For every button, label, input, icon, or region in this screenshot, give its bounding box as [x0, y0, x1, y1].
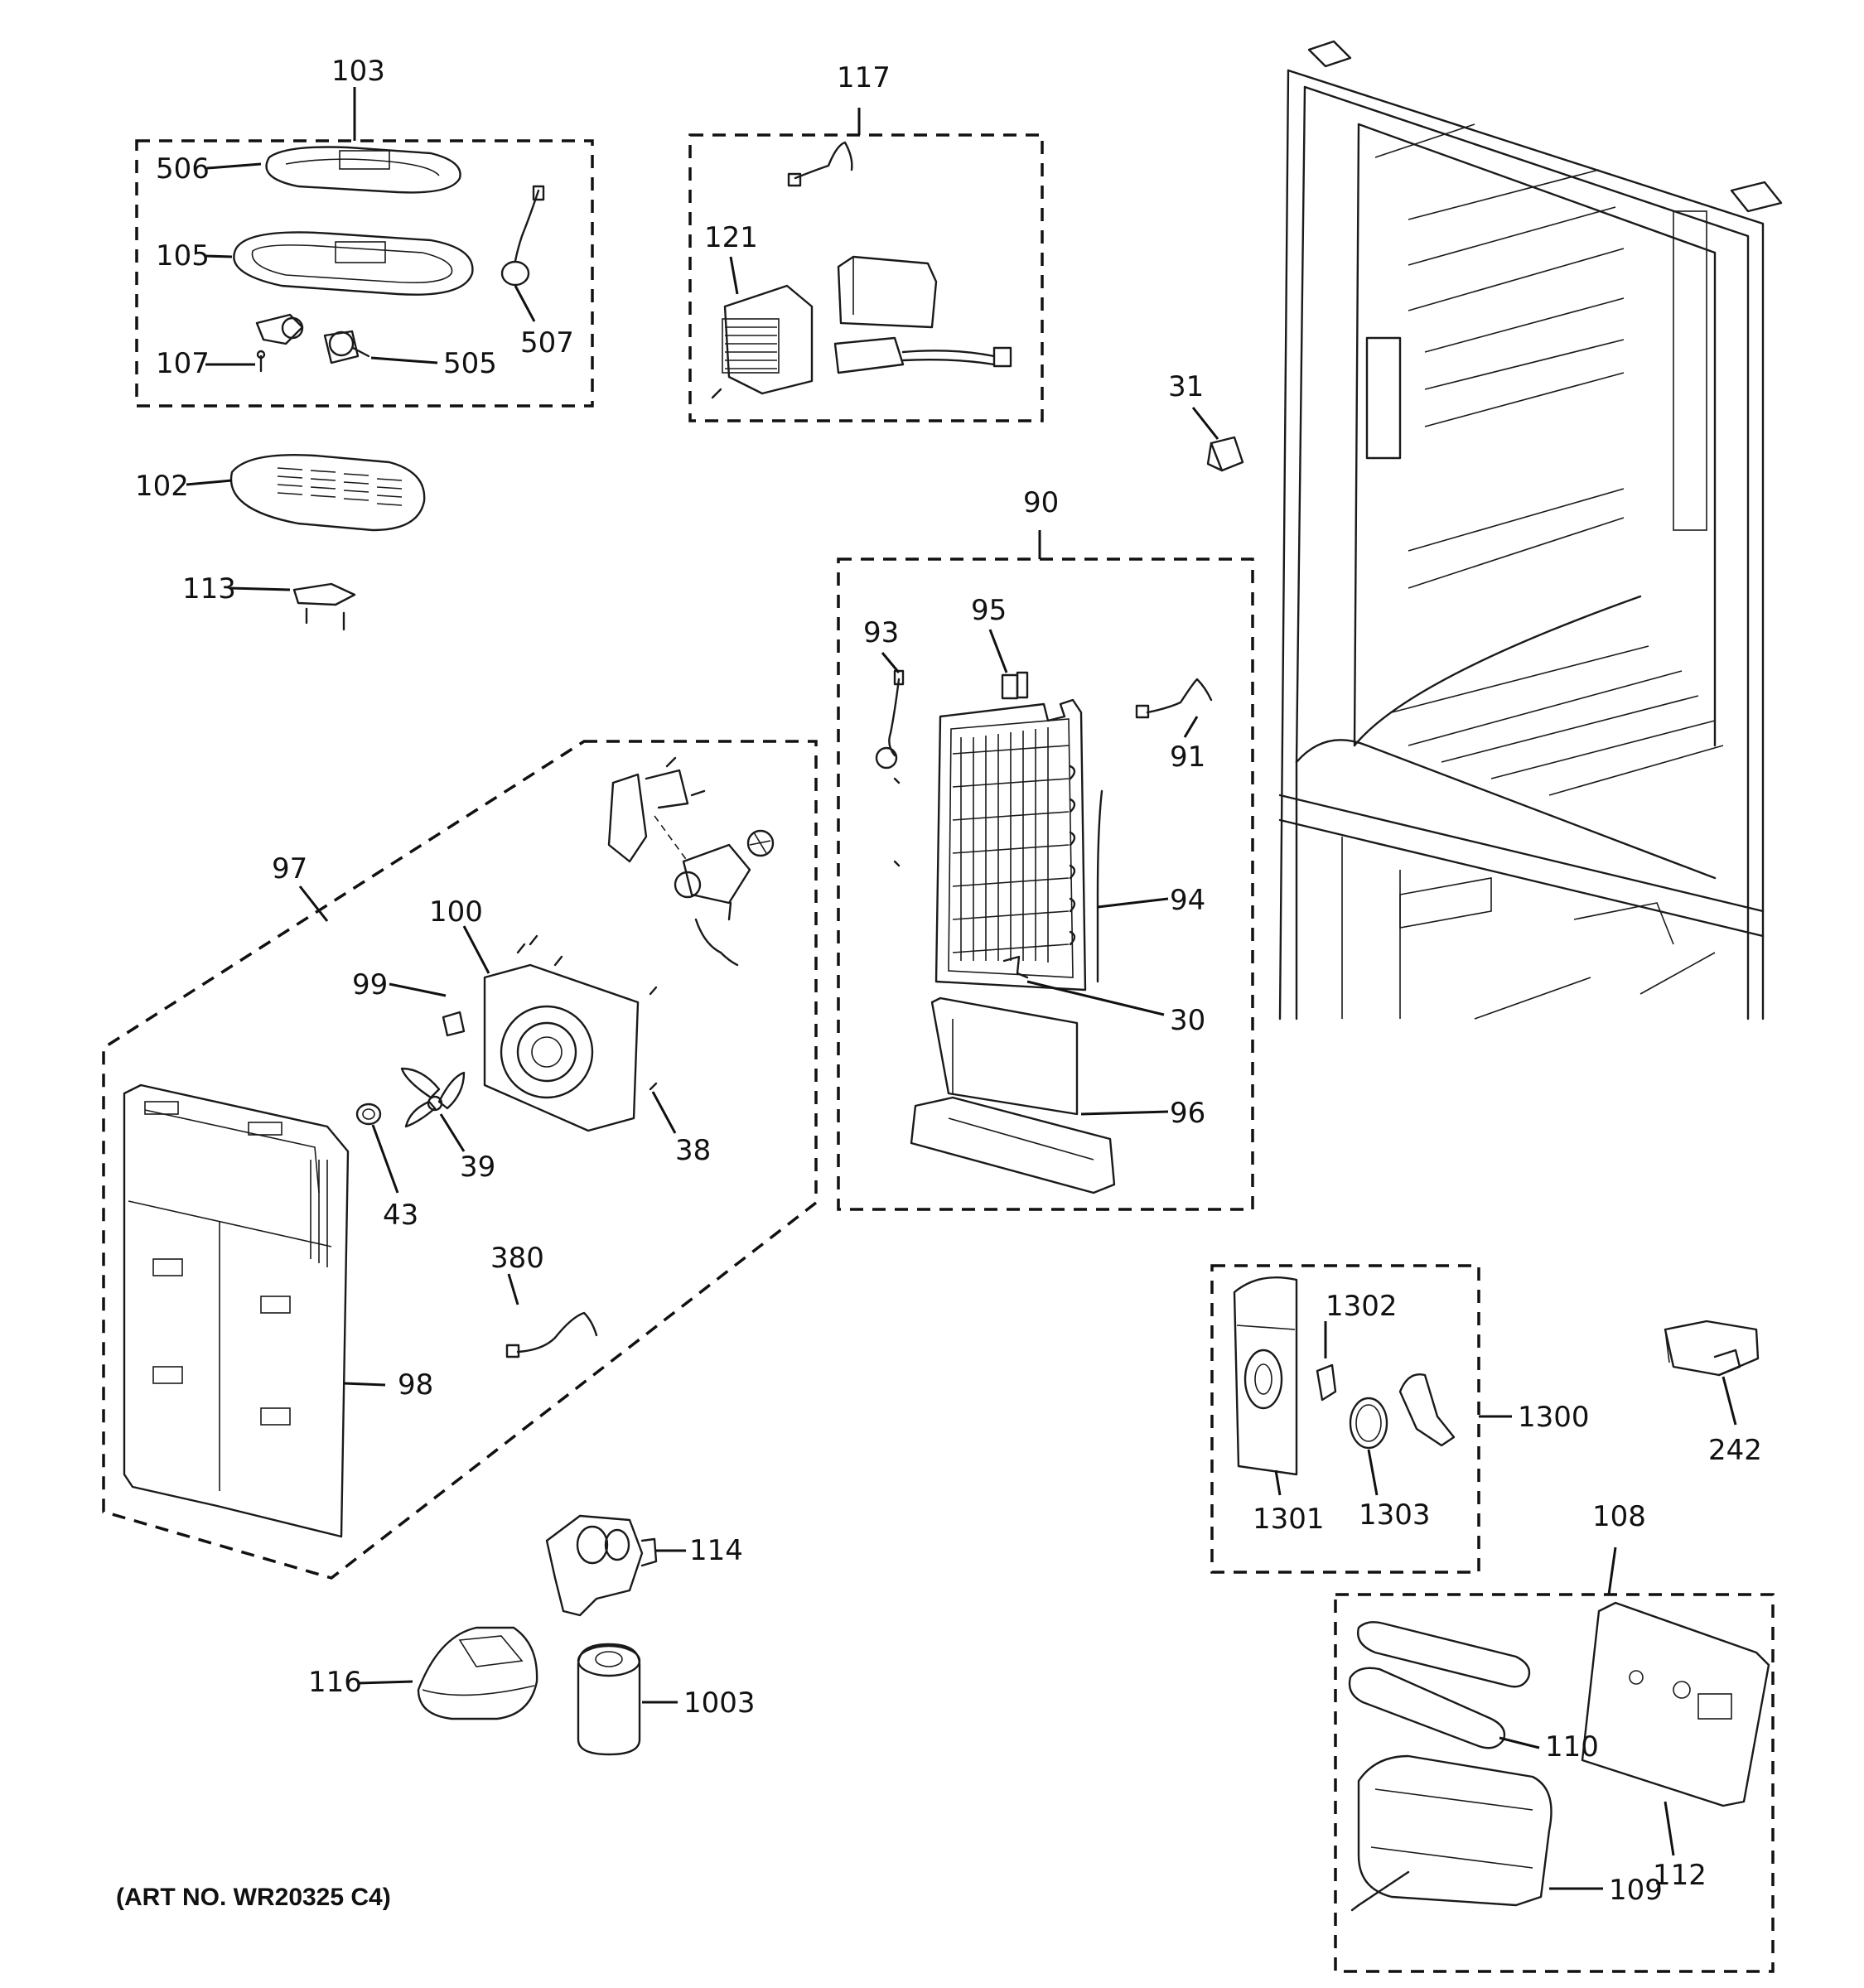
part-43-nut — [355, 1103, 382, 1126]
part-114-filter-head — [545, 1514, 658, 1617]
part-100-shroud — [483, 934, 658, 1132]
part-1303-ring — [1349, 1397, 1388, 1450]
part-116-bypass-cap — [417, 1626, 538, 1720]
part-112-cover — [1581, 1601, 1770, 1807]
part-99-clip — [442, 1011, 466, 1037]
part-107-knob — [255, 313, 304, 345]
part-380-harness — [505, 1311, 598, 1358]
callout-1301: 1301 — [1253, 1503, 1325, 1536]
part-121-light-housing — [711, 284, 814, 399]
callout-110: 110 — [1545, 1730, 1599, 1764]
part-507-sensor — [500, 185, 545, 287]
callout-38: 38 — [675, 1134, 711, 1167]
art-number-caption: (ART NO. WR20325 C4) — [116, 1884, 391, 1911]
callout-102: 102 — [135, 470, 189, 503]
part-30-bracket — [1002, 955, 1029, 979]
callout-108: 108 — [1592, 1500, 1646, 1533]
part-105-frame — [233, 231, 474, 296]
callout-103: 103 — [331, 55, 385, 88]
callout-93: 93 — [863, 616, 899, 649]
callout-117: 117 — [837, 61, 891, 94]
callout-1302: 1302 — [1326, 1290, 1398, 1323]
callout-507: 507 — [520, 326, 574, 359]
callout-39: 39 — [460, 1151, 495, 1184]
callout-90: 90 — [1023, 486, 1059, 519]
callout-506: 506 — [156, 152, 210, 186]
part-113-bracket — [292, 582, 356, 631]
part-109-housing — [1350, 1754, 1553, 1912]
callout-96: 96 — [1170, 1097, 1205, 1130]
part-1301-panel — [1233, 1276, 1298, 1476]
callout-99: 99 — [352, 968, 388, 1001]
group-box-108 — [1334, 1593, 1775, 1973]
group-box-1300 — [1210, 1264, 1480, 1574]
callout-114: 114 — [689, 1534, 743, 1567]
part-107-screw — [256, 350, 266, 373]
part-91-harness — [1135, 678, 1213, 719]
callout-116: 116 — [308, 1666, 362, 1699]
callout-100: 100 — [429, 895, 483, 929]
part-117-cover — [837, 255, 938, 329]
callout-105: 105 — [156, 239, 210, 273]
callout-1003: 1003 — [683, 1686, 756, 1720]
callout-242: 242 — [1708, 1434, 1762, 1467]
part-242-switch — [1664, 1320, 1760, 1377]
callout-43: 43 — [383, 1199, 418, 1232]
part-93-sensor — [875, 669, 905, 770]
part-117-lamp-socket — [833, 336, 1012, 374]
group-box-90 — [837, 557, 1254, 1211]
part-96-drain-pan — [910, 996, 1116, 1194]
part-98-cover — [123, 1083, 350, 1538]
callout-31: 31 — [1168, 370, 1204, 403]
group-box-97 — [102, 740, 818, 1580]
part-94-evaporator — [893, 698, 1103, 992]
group-box-103 — [135, 139, 594, 408]
group-box-117 — [688, 133, 1044, 422]
callout-121: 121 — [704, 221, 758, 254]
part-1300-actuator — [1398, 1373, 1456, 1447]
callout-30: 30 — [1170, 1004, 1205, 1037]
leader-lines — [186, 87, 1737, 1890]
callout-95: 95 — [971, 594, 1007, 627]
callout-98: 98 — [398, 1368, 433, 1402]
callout-94: 94 — [1170, 884, 1205, 917]
part-39-fan-blade — [400, 1067, 466, 1128]
callout-505: 505 — [443, 347, 497, 380]
callout-1300: 1300 — [1518, 1401, 1590, 1434]
callout-112: 112 — [1653, 1859, 1707, 1892]
callout-380: 380 — [490, 1242, 544, 1275]
callout-109: 109 — [1609, 1874, 1663, 1907]
callout-97: 97 — [272, 852, 307, 885]
part-102-grille — [229, 453, 426, 532]
callout-1303: 1303 — [1359, 1498, 1431, 1532]
part-110-filter — [1348, 1621, 1531, 1749]
part-506-cover — [265, 146, 461, 194]
part-97-motor-bracket — [607, 756, 706, 863]
part-1302-switch — [1316, 1363, 1337, 1402]
part-97-fan-motor — [654, 815, 775, 967]
part-31-switch — [1206, 436, 1244, 472]
part-95-clip — [1001, 671, 1029, 700]
callout-107: 107 — [156, 347, 210, 380]
callout-91: 91 — [1170, 741, 1205, 774]
fridge-cabinet — [1278, 40, 1783, 1021]
part-1003-cartridge — [577, 1643, 641, 1756]
callout-113: 113 — [182, 572, 236, 606]
part-117-harness — [787, 141, 853, 187]
part-505-damper — [323, 330, 370, 364]
